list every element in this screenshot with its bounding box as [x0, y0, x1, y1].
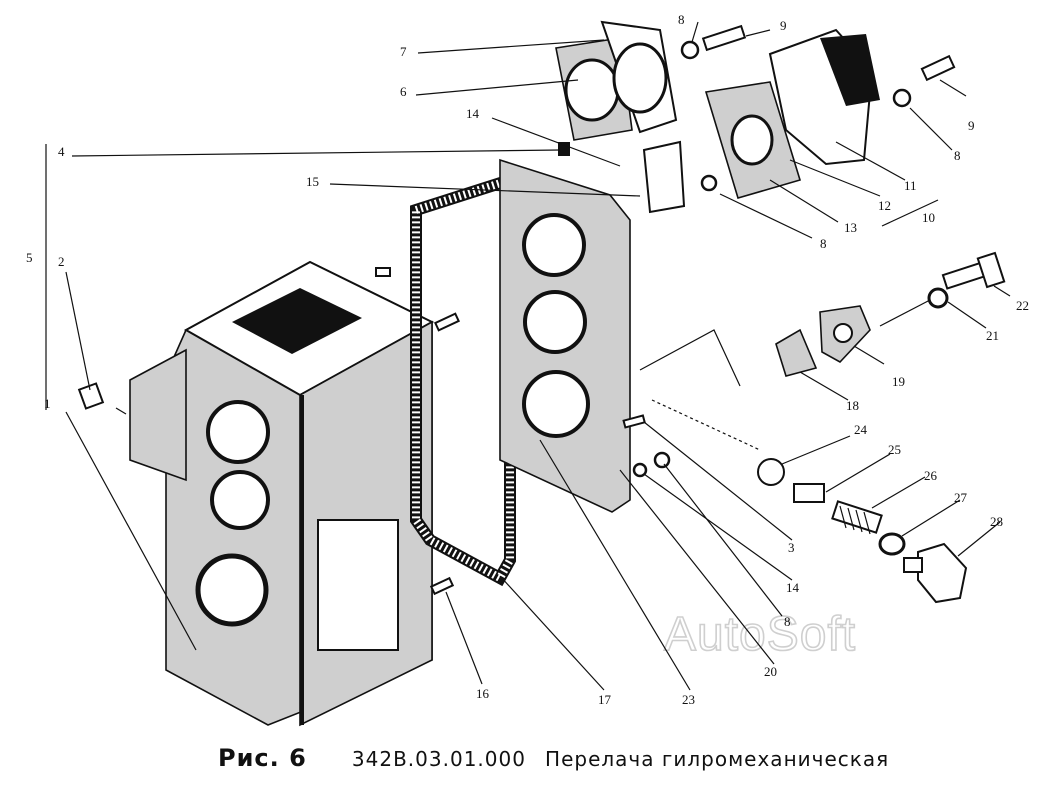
- figure-label: Рис. 6: [218, 744, 307, 772]
- callout-9: 9: [968, 118, 975, 133]
- gasket-18: [775, 328, 818, 377]
- bracket-14: [642, 140, 686, 214]
- bolt-9-top: [701, 24, 747, 52]
- plug-4: [558, 142, 570, 156]
- pin-top: [375, 267, 391, 277]
- bolt-22: [941, 251, 1006, 290]
- nut-8: [700, 174, 718, 192]
- callout-24: 24: [854, 422, 868, 437]
- callout-7: 7: [400, 44, 407, 59]
- callout-8: 8: [678, 12, 685, 27]
- callout-10: 10: [922, 210, 935, 225]
- callout-6: 6: [400, 84, 407, 99]
- pin-16: [429, 576, 455, 596]
- callout-23: 23: [682, 692, 695, 707]
- callout-27: 27: [954, 490, 968, 505]
- pin-3: [622, 414, 646, 429]
- callout-8: 8: [820, 236, 827, 251]
- watermark: AutoSoft: [664, 608, 856, 661]
- callout-28: 28: [990, 514, 1003, 529]
- pump-assembly: [704, 28, 880, 199]
- leader-lines: [45, 21, 1011, 691]
- callout-25: 25: [888, 442, 901, 457]
- callout-8: 8: [784, 614, 791, 629]
- figure-title: Перелача гилромеханическая: [545, 747, 890, 771]
- callout-14: 14: [786, 580, 800, 595]
- callout-labels: 7 8 9 6 14 4 9 8 11 12 10 15 13 8 5 2 22…: [26, 12, 1029, 707]
- cover-gasket-6-7: [555, 20, 678, 141]
- washer-14-lower: [632, 462, 648, 478]
- figure-caption: Рис. 6 342В.03.01.000 Перелача гилромеха…: [218, 744, 889, 772]
- washer-21: [927, 287, 949, 309]
- callout-2: 2: [58, 254, 65, 269]
- callout-1: 1: [44, 396, 51, 411]
- piston-25: [793, 483, 825, 503]
- callout-16: 16: [476, 686, 490, 701]
- washer-8-right: [892, 88, 912, 108]
- spring-26: [831, 500, 883, 535]
- callout-26: 26: [924, 468, 938, 483]
- callout-20: 20: [764, 664, 777, 679]
- washer-27: [878, 532, 906, 556]
- plug-2: [77, 382, 105, 410]
- callout-5: 5: [26, 250, 33, 265]
- ball-24: [757, 458, 785, 486]
- bolt-9-right: [920, 54, 956, 82]
- callout-12: 12: [878, 198, 891, 213]
- gearbox-housing: [129, 260, 435, 727]
- callout-19: 19: [892, 374, 905, 389]
- callout-13: 13: [844, 220, 857, 235]
- adapter-plate-23: [499, 158, 631, 513]
- washer-8-top: [680, 40, 700, 60]
- callout-21: 21: [986, 328, 999, 343]
- callout-9: 9: [780, 18, 787, 33]
- figure-code: 342В.03.01.000: [351, 747, 526, 771]
- callout-8: 8: [954, 148, 961, 163]
- callout-15: 15: [306, 174, 319, 189]
- callout-4: 4: [58, 144, 65, 159]
- callout-22: 22: [1016, 298, 1029, 313]
- callout-14: 14: [466, 106, 480, 121]
- plug-28: [903, 542, 968, 604]
- callout-17: 17: [598, 692, 612, 707]
- callout-3: 3: [788, 540, 795, 555]
- callout-18: 18: [846, 398, 859, 413]
- callout-11: 11: [904, 178, 917, 193]
- nut-8-lower: [653, 451, 671, 469]
- pin-15: [434, 312, 460, 332]
